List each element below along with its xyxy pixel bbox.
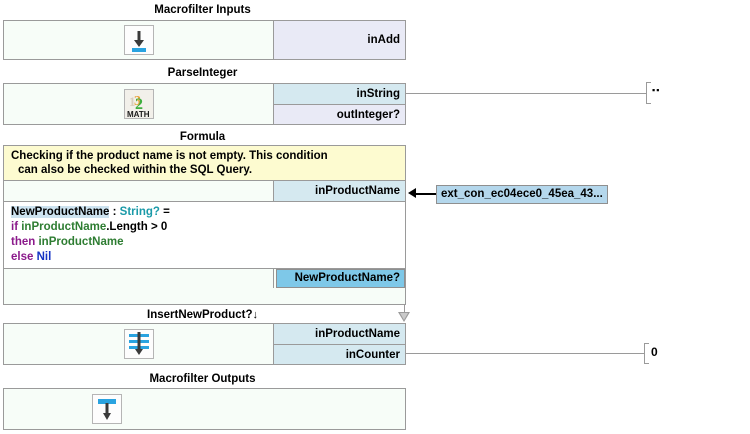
formula-comment-line-2: can also be checked within the SQL Query… bbox=[18, 164, 253, 176]
port-inString[interactable]: inString bbox=[274, 84, 405, 105]
input-arrow-icon bbox=[123, 25, 154, 55]
port-inProductName[interactable]: inProductName bbox=[274, 181, 405, 201]
node-body-left bbox=[4, 389, 405, 429]
code-identifier: inProductName bbox=[38, 236, 124, 248]
formula-comment: Checking if the product name is not empt… bbox=[4, 146, 405, 181]
formula-row-left bbox=[4, 269, 274, 288]
node-title-formula: Formula bbox=[179, 131, 226, 143]
code-line-4: else Nil bbox=[11, 250, 405, 265]
port-inProductName[interactable]: inProductName bbox=[274, 324, 405, 345]
node-parse-integer[interactable]: 1 3 2 MATH inString outInteger? bbox=[3, 83, 406, 125]
node-ports-parse-integer: inString outInteger? bbox=[274, 84, 405, 124]
port-inCounter[interactable]: inCounter bbox=[274, 344, 405, 364]
code-colon: : bbox=[109, 206, 120, 218]
ext-connector-arrow-icon bbox=[408, 188, 416, 198]
formula-output-row: NewProductName? bbox=[4, 269, 405, 288]
node-title-macrofilter-outputs: Macrofilter Outputs bbox=[149, 373, 256, 385]
code-equals: = bbox=[159, 206, 170, 218]
code-keyword-then: then bbox=[11, 236, 36, 248]
const-bracket-zero bbox=[644, 343, 649, 364]
code-expression: .Length > 0 bbox=[106, 221, 168, 233]
wire-arrow-down-fill bbox=[400, 313, 408, 320]
code-keyword-else: else bbox=[11, 251, 34, 263]
code-line-2: if inProductName.Length > 0 bbox=[11, 220, 405, 235]
code-keyword-if: if bbox=[11, 221, 19, 233]
svg-text:1: 1 bbox=[129, 94, 136, 109]
port-NewProductName[interactable]: NewProductName? bbox=[276, 269, 405, 288]
node-ports-macrofilter-inputs: inAdd bbox=[274, 21, 405, 59]
code-line-1: NewProductName : String? = bbox=[11, 205, 405, 220]
node-macrofilter-inputs[interactable]: inAdd bbox=[3, 20, 406, 60]
math-icon: 1 3 2 MATH bbox=[123, 89, 154, 119]
node-formula[interactable]: Checking if the product name is not empt… bbox=[3, 145, 406, 305]
code-nil: Nil bbox=[36, 251, 52, 263]
port-outInteger[interactable]: outInteger? bbox=[274, 104, 405, 124]
output-arrow-icon bbox=[91, 394, 122, 424]
code-line-3: then inProductName bbox=[11, 235, 405, 250]
wire-incounter bbox=[406, 353, 644, 354]
port-inAdd[interactable]: inAdd bbox=[274, 21, 405, 59]
node-macrofilter-outputs[interactable] bbox=[3, 388, 406, 430]
wire-instring bbox=[406, 93, 646, 94]
node-ports-insert-new-product: inProductName inCounter bbox=[274, 324, 405, 364]
ext-connector-label[interactable]: ext_con_ec04ece0_45ea_43... bbox=[436, 185, 608, 204]
code-identifier: inProductName bbox=[21, 221, 107, 233]
empty-string-const[interactable]: ▪▪ bbox=[652, 85, 661, 95]
node-title-macrofilter-inputs: Macrofilter Inputs bbox=[154, 4, 251, 16]
wire-ext-connector bbox=[416, 193, 438, 195]
code-type: String? bbox=[119, 206, 160, 218]
zero-const[interactable]: 0 bbox=[651, 345, 658, 359]
formula-code[interactable]: NewProductName : String? = if inProductN… bbox=[4, 201, 405, 269]
code-variable: NewProductName bbox=[11, 206, 110, 218]
down-arrow-icon: ↓ bbox=[252, 309, 258, 321]
svg-text:MATH: MATH bbox=[127, 110, 150, 118]
port-cell-output: NewProductName? bbox=[274, 269, 405, 288]
node-title-insert-new-product: InsertNewProduct?↓ bbox=[0, 308, 405, 322]
node-title-text: InsertNewProduct? bbox=[147, 309, 253, 321]
svg-text:3: 3 bbox=[134, 94, 141, 109]
node-body-left: 1 3 2 MATH bbox=[4, 84, 274, 124]
formula-input-row: inProductName bbox=[4, 181, 405, 201]
node-body-left bbox=[4, 324, 274, 364]
db-insert-icon bbox=[123, 329, 154, 359]
node-insert-new-product[interactable]: inProductName inCounter bbox=[3, 323, 406, 365]
node-title-parse-integer: ParseInteger bbox=[167, 67, 238, 79]
node-body-left bbox=[4, 21, 274, 59]
svg-text:2: 2 bbox=[135, 96, 143, 113]
formula-comment-line-1: Checking if the product name is not empt… bbox=[11, 150, 328, 162]
formula-row-left bbox=[4, 181, 274, 201]
wire-formula-to-insert bbox=[404, 304, 405, 316]
const-bracket-empty-string bbox=[646, 82, 651, 104]
